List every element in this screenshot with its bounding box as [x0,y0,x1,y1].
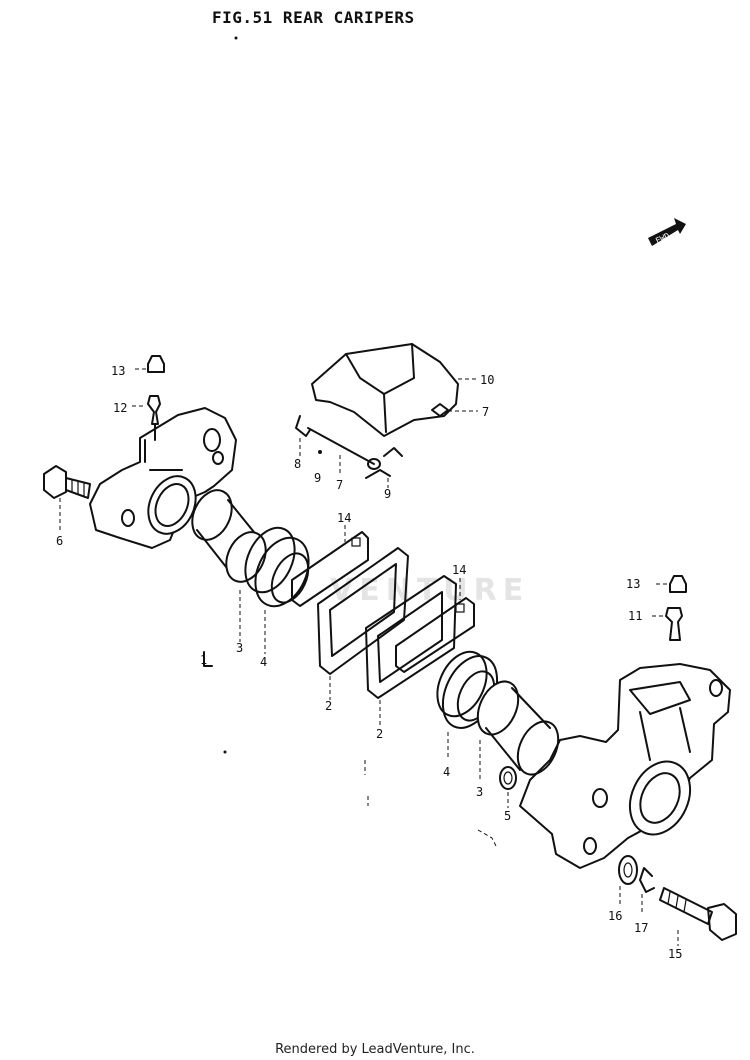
brake-pad-left [317,547,409,700]
bleeder-cap-left [135,355,165,373]
callout-17: 17 [634,921,648,935]
bleeder-cap-right [656,575,687,593]
stray-dot [223,750,227,754]
retainer-pins [318,447,403,488]
pad-shim-left [291,525,369,607]
callout-9: 9 [384,487,391,501]
stray-dot [234,36,238,40]
callout-2: 2 [325,699,332,713]
callout-6: 6 [56,534,63,548]
pad-pin-long [307,427,381,476]
piston-left [191,489,267,642]
callout-1: 1 [200,653,207,667]
callout-8: 8 [294,457,301,471]
callout-14: 14 [452,563,466,577]
callout-5: 5 [504,809,511,823]
right-caliper-body [519,663,731,869]
watermark: VENTURE [330,573,529,608]
callout-12: 12 [113,401,127,415]
callout-4: 4 [260,655,267,669]
fwd-arrow-icon: FWD [648,218,686,246]
callout-13: 13 [626,577,640,591]
brake-pad-right [365,575,457,728]
callout-16: 16 [608,909,622,923]
piston-seal-left [244,526,310,654]
left-caliper-body [89,407,237,549]
callout-7: 7 [336,478,343,492]
callout-10: 10 [480,373,494,387]
callout-7: 7 [482,405,489,419]
callout-3: 3 [476,785,483,799]
mounting-bolt-left [43,465,91,530]
washer [618,855,638,906]
callout-3: 3 [236,641,243,655]
pad-pin-upper [431,403,478,417]
snap-ring [639,867,655,914]
o-ring [499,766,517,808]
mounting-bolt-right [659,887,737,946]
callout-14: 14 [337,511,351,525]
retaining-clip [295,415,311,456]
pad-spring-cover [311,343,478,437]
callout-2: 2 [376,727,383,741]
guide-line [477,829,497,847]
callout-13: 13 [111,364,125,378]
figure-title: FIG.51 REAR CARIPERS [212,8,415,27]
callout-9: 9 [314,471,321,485]
bleeder-valve-left [132,395,161,441]
bleeder-valve-right [652,607,683,641]
pad-shim-right [395,578,475,673]
callout-4: 4 [443,765,450,779]
footer-credit: Rendered by LeadVenture, Inc. [275,1042,475,1057]
piston-right [476,680,560,780]
leader-1 [203,651,213,667]
callout-11: 11 [628,609,642,623]
callout-15: 15 [668,947,682,961]
